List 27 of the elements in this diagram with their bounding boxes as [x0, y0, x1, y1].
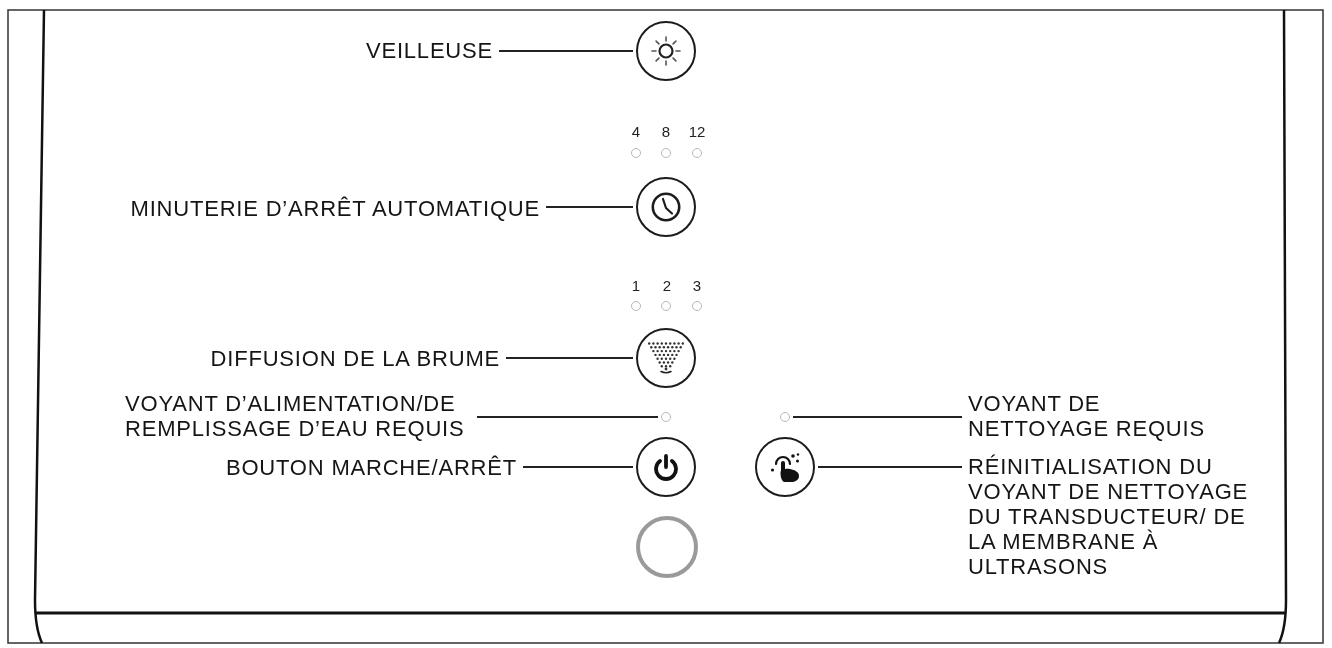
- part-label: BOUTON MARCHE/ARRÊT: [225, 454, 517, 480]
- leader-line: [792, 416, 963, 418]
- level-number: 12: [688, 122, 706, 140]
- part-label: VOYANT D’ALIMENTATION/DE REMPLISSAGE D’EAU REQUIS: [125, 391, 471, 441]
- part-label: RÉINITIALISATION DU VOYANT DE NETTOYAGE DU TRANSDUCTEUR/ DE LA MEMBRANE À ULTRASONS: [968, 454, 1272, 579]
- reset-button: [755, 437, 815, 497]
- leader-line: [522, 466, 634, 468]
- part-label: VEILLEUSE: [365, 37, 493, 63]
- indicator-led-icon: [780, 412, 790, 422]
- leader-line: [817, 466, 963, 468]
- part-label: VOYANT DE NETTOYAGE REQUIS: [968, 391, 1240, 441]
- level-number: 3: [692, 276, 702, 294]
- level-number: 8: [661, 122, 671, 140]
- leader-line: [498, 50, 634, 52]
- leader-line: [505, 357, 634, 359]
- power-button: [636, 437, 696, 497]
- mist-button: [636, 328, 696, 388]
- part-label: MINUTERIE D’ARRÊT AUTOMATIQUE: [130, 195, 540, 221]
- indicator-led-icon: [661, 412, 671, 422]
- level-number: 2: [662, 276, 672, 294]
- night-light-button: [636, 21, 696, 81]
- leader-line: [476, 416, 659, 418]
- level-number: 4: [631, 122, 641, 140]
- level-number: 1: [631, 276, 641, 294]
- leader-line: [545, 206, 634, 208]
- part-label: DIFFUSION DE LA BRUME: [210, 345, 500, 371]
- timer-button: [636, 177, 696, 237]
